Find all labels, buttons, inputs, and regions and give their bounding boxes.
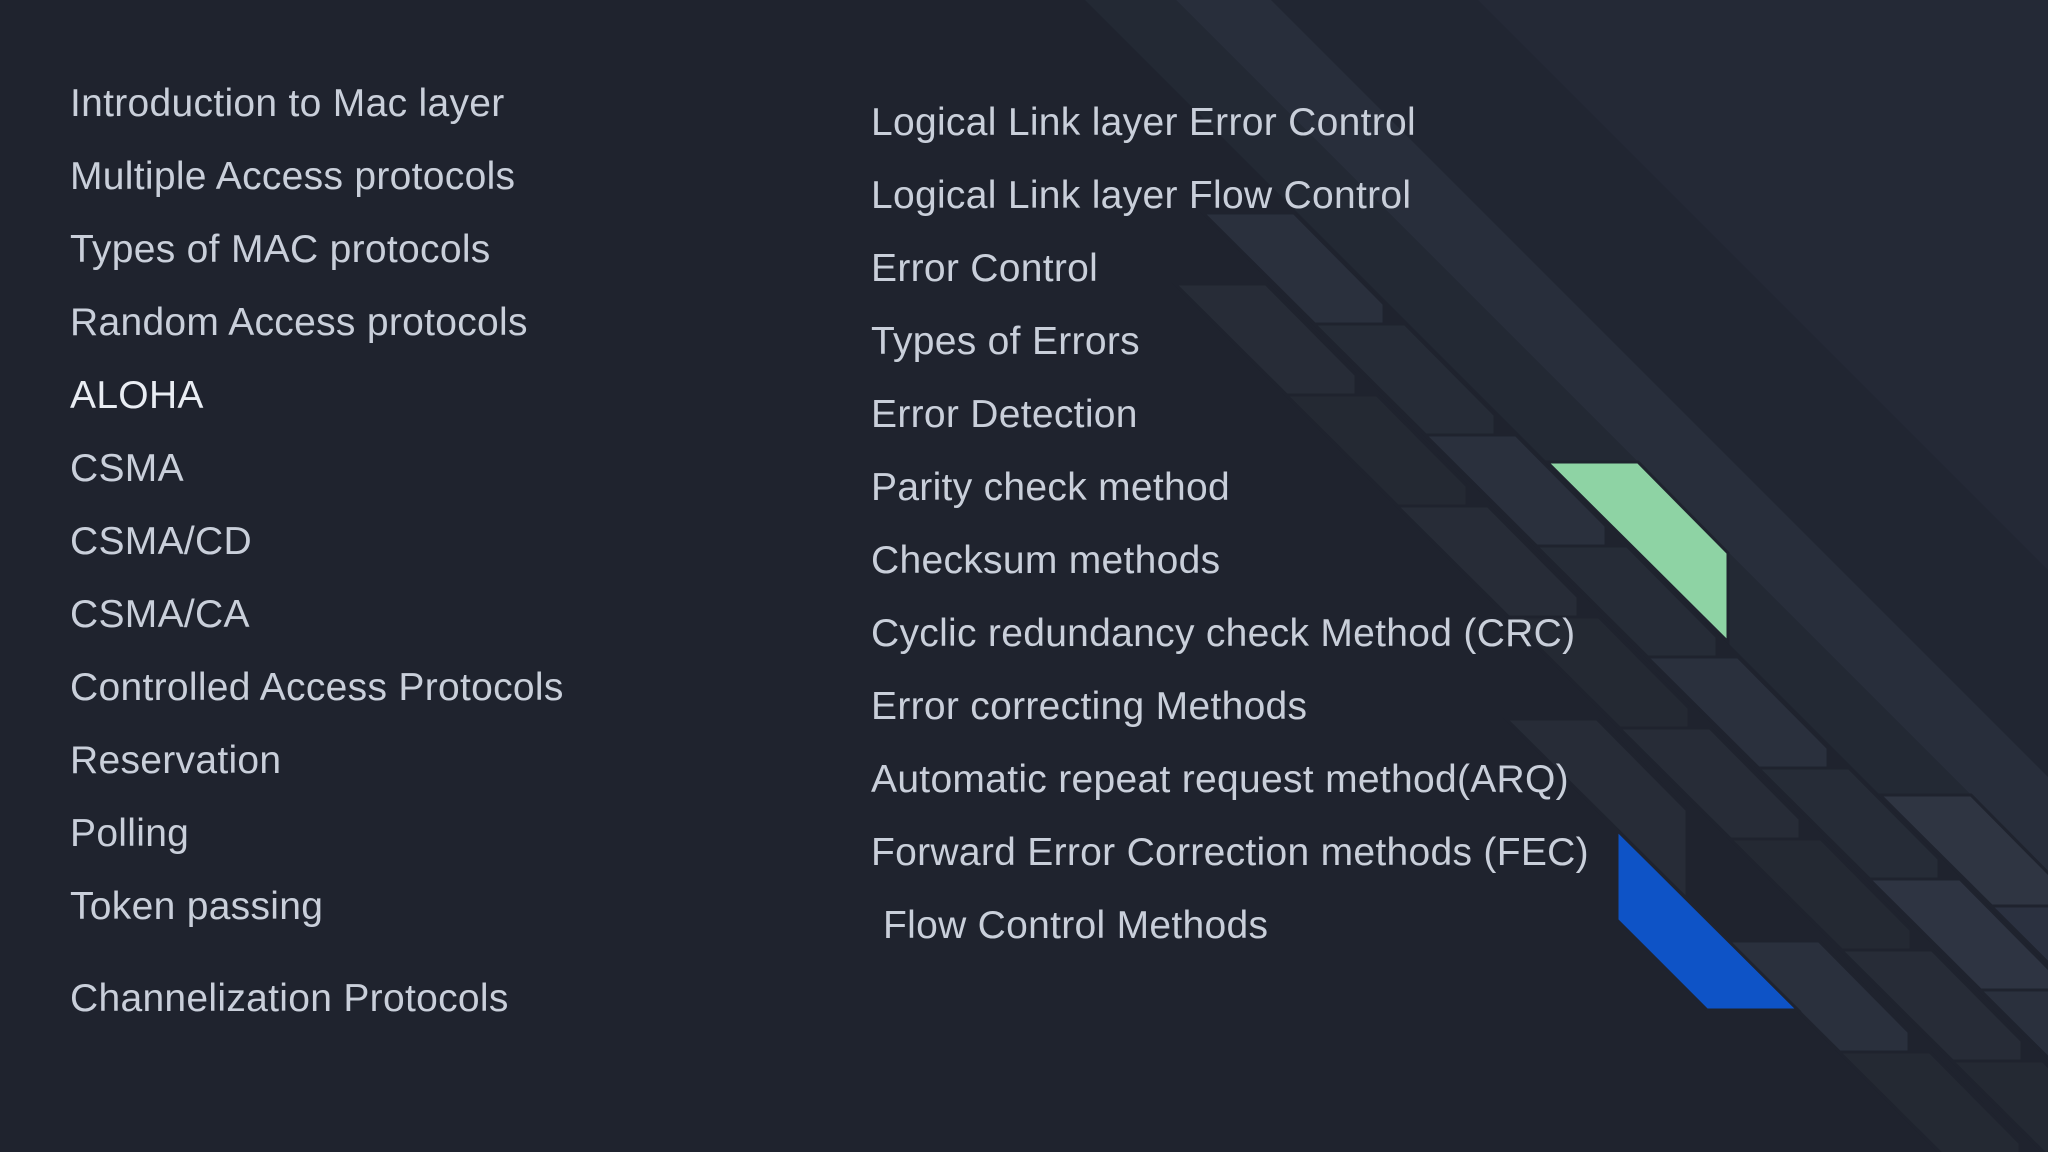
- topic-item: CSMA/CD: [70, 505, 564, 578]
- topic-item: Automatic repeat request method(ARQ): [871, 743, 1589, 816]
- topic-item: Error Control: [871, 232, 1589, 305]
- topic-item: Introduction to Mac layer: [70, 67, 564, 140]
- topic-item: Controlled Access Protocols: [70, 651, 564, 724]
- topic-item: Types of Errors: [871, 305, 1589, 378]
- topic-item: Parity check method: [871, 451, 1589, 524]
- topic-item: ALOHA: [70, 359, 564, 432]
- topic-item: Logical Link layer Error Control: [871, 86, 1589, 159]
- topic-item-label: Forward Error Correction methods (FEC): [871, 830, 1589, 874]
- topic-item-label: Cyclic redundancy check Method (CRC): [871, 611, 1576, 655]
- sheen-triangle-inner: [1478, 0, 2048, 570]
- topic-item-label: Random Access protocols: [70, 300, 528, 344]
- topic-item: Multiple Access protocols: [70, 140, 564, 213]
- topic-item-label: CSMA/CD: [70, 519, 252, 563]
- topic-item-label: Automatic repeat request method(ARQ): [871, 757, 1569, 801]
- topic-item-label: Parity check method: [871, 465, 1231, 509]
- topic-item: Forward Error Correction methods (FEC): [871, 816, 1589, 889]
- topic-item-label: Introduction to Mac layer: [70, 81, 505, 125]
- topic-item-label: Logical Link layer Error Control: [871, 100, 1416, 144]
- topic-item: CSMA/CA: [70, 578, 564, 651]
- topics-column-right: Logical Link layer Error Control Logical…: [871, 86, 1589, 962]
- topic-item: Error Detection: [871, 378, 1589, 451]
- topic-item: Random Access protocols: [70, 286, 564, 359]
- topic-item-label: Types of Errors: [871, 319, 1140, 363]
- brick-chain-main: [1199, 211, 2048, 1060]
- brick-chain-secondary: [1171, 282, 2048, 1152]
- topic-item-label: Error correcting Methods: [871, 684, 1308, 728]
- topic-item-label: Error Detection: [871, 392, 1138, 436]
- topic-item: Types of MAC protocols: [70, 213, 564, 286]
- topic-item-label: ALOHA: [70, 373, 204, 417]
- topic-item: Error correcting Methods: [871, 670, 1589, 743]
- topic-item-label: Reservation: [70, 738, 282, 782]
- topic-item-label: CSMA/CA: [70, 592, 250, 636]
- topic-item-label: Checksum methods: [871, 538, 1221, 582]
- topic-item: Cyclic redundancy check Method (CRC): [871, 597, 1589, 670]
- topic-item-label: Token passing: [70, 884, 324, 928]
- topic-item-label: Channelization Protocols: [70, 976, 509, 1020]
- topic-item: Flow Control Methods: [871, 889, 1589, 962]
- topic-item: Polling: [70, 797, 564, 870]
- topic-item-label: Multiple Access protocols: [70, 154, 516, 198]
- topic-item-label: Flow Control Methods: [883, 903, 1269, 947]
- topic-item-label: Types of MAC protocols: [70, 227, 491, 271]
- topic-item-label: CSMA: [70, 446, 184, 490]
- topic-item: Token passing: [70, 870, 564, 943]
- topic-item-label: Polling: [70, 811, 190, 855]
- topic-item: CSMA: [70, 432, 564, 505]
- topics-column-left: Introduction to Mac layer Multiple Acces…: [70, 67, 564, 1035]
- topic-item: Logical Link layer Flow Control: [871, 159, 1589, 232]
- topic-item-label: Controlled Access Protocols: [70, 665, 564, 709]
- topic-item: Reservation: [70, 724, 564, 797]
- green-ribbon-shape: [1543, 460, 1730, 646]
- topic-item: Channelization Protocols: [70, 962, 564, 1035]
- topic-item-label: Error Control: [871, 246, 1099, 290]
- blue-ribbon-shape: [1615, 826, 1802, 1012]
- topic-item: Checksum methods: [871, 524, 1589, 597]
- topic-item-label: Logical Link layer Flow Control: [871, 173, 1412, 217]
- brick-chain-bright-lower: [1876, 793, 2048, 965]
